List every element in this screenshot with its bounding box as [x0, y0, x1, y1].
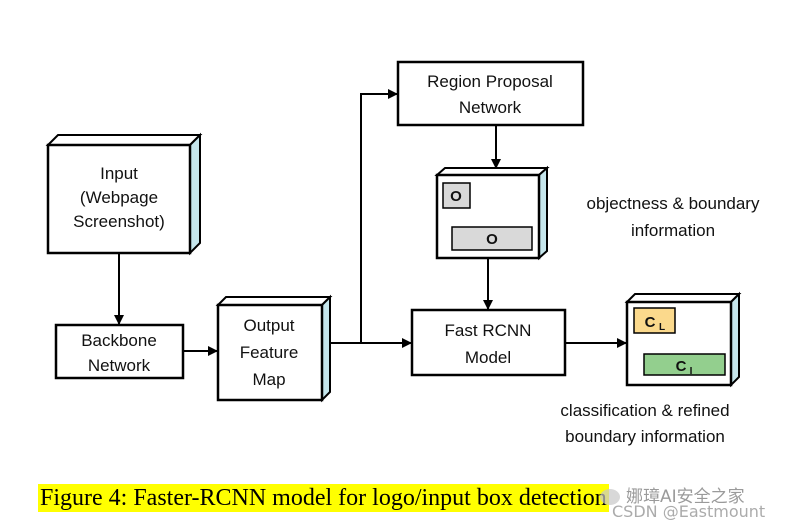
watermark-line1-text: 娜璋AI安全之家	[626, 487, 745, 507]
class-label-tag-sub: L	[659, 322, 665, 333]
backbone-node: Backbone Network	[54, 323, 185, 380]
final-output-node: C L C I	[624, 291, 742, 388]
feature-map-label-line1: Output	[243, 316, 294, 335]
box-coords-tag-sub: I	[690, 366, 693, 377]
watermark-line1: 娜璋AI安全之家	[600, 482, 745, 507]
classification-annotation-line1: classification & refined	[560, 401, 729, 420]
wechat-icon	[600, 489, 620, 505]
objectness-tag-small	[442, 182, 471, 209]
feature-map-label-line2: Feature	[240, 343, 299, 362]
objectness-annotation-line2: information	[631, 221, 715, 240]
class-label-tag	[633, 307, 676, 334]
box-coords-tag-main: C	[676, 358, 687, 375]
edge-featuremap-rpn	[360, 89, 398, 343]
box-coords-tag	[643, 353, 726, 376]
fast-rcnn-label-line2: Model	[465, 348, 511, 367]
backbone-label-line2: Network	[88, 356, 151, 375]
backbone-label-line1: Backbone	[81, 331, 157, 350]
classification-annotation-line2: boundary information	[565, 427, 725, 446]
class-label-tag-main: C	[645, 314, 656, 331]
feature-map-label-line3: Map	[252, 370, 285, 389]
input-label-line2: (Webpage	[80, 188, 158, 207]
objectness-tag-large	[451, 226, 533, 251]
rpn-output-node: O O	[434, 165, 550, 261]
feature-map-node: Output Feature Map	[215, 294, 333, 403]
input-node: Input (Webpage Screenshot)	[45, 132, 203, 256]
input-label-line3: Screenshot)	[73, 212, 165, 231]
fast-rcnn-node: Fast RCNN Model	[410, 308, 567, 377]
objectness-tag-small-label: O	[450, 188, 462, 205]
figure-caption: Figure 4: Faster-RCNN model for logo/inp…	[38, 484, 609, 512]
rpn-label-line2: Network	[459, 98, 522, 117]
rpn-label-line1: Region Proposal	[427, 72, 553, 91]
watermark-line2: CSDN @Eastmount	[612, 502, 766, 521]
rpn-node: Region Proposal Network	[396, 60, 585, 127]
fast-rcnn-label-line1: Fast RCNN	[445, 321, 532, 340]
objectness-tag-large-label: O	[486, 231, 498, 248]
input-label-line1: Input	[100, 164, 138, 183]
objectness-annotation-line1: objectness & boundary	[587, 194, 760, 213]
